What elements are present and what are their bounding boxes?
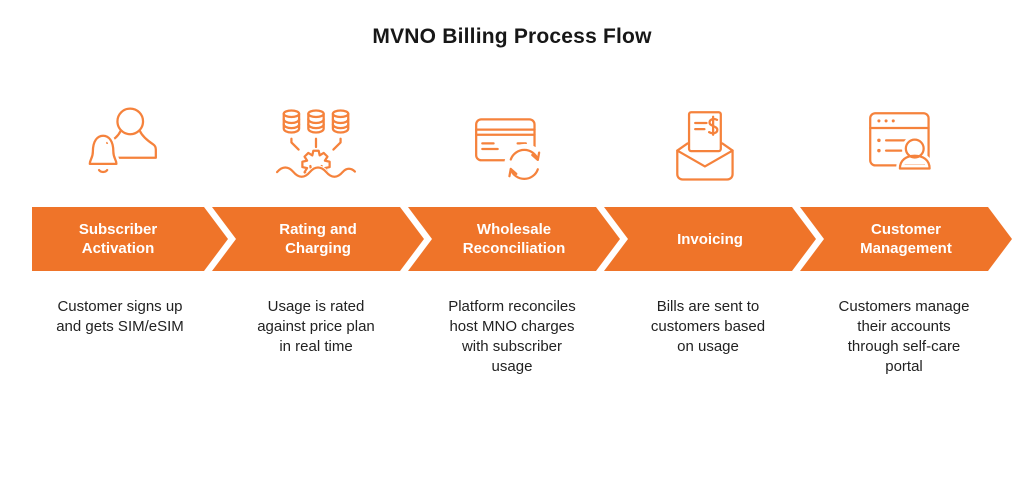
- descriptions-row: Customer signs up and gets SIM/eSIM Usage …: [32, 297, 1024, 377]
- arrow-band: Subscriber Activation Rating and Charging…: [32, 207, 1024, 271]
- stage-arrow-cell: Rating and Charging: [228, 207, 424, 271]
- description-line: against price plan: [257, 318, 375, 335]
- icons-row: [32, 100, 1024, 194]
- stage-label: Invoicing: [677, 230, 743, 248]
- stage-icon-wholesale-reconciliation: [414, 100, 610, 194]
- invoice-envelope-icon: [667, 104, 749, 190]
- description-line: Usage is rated: [267, 298, 365, 315]
- portal-user-icon: [863, 104, 945, 190]
- description-line: and gets SIM/eSIM: [56, 318, 184, 335]
- stage-icon-rating-and-charging: [218, 100, 414, 194]
- stage-arrow-invoicing: Invoicing: [604, 207, 816, 271]
- user-bell-icon: [79, 104, 161, 190]
- coins-gear-icon: [275, 104, 357, 190]
- description-line: Customers manage: [838, 298, 970, 315]
- stage-arrow-wholesale-reconciliation: Wholesale Reconciliation: [408, 207, 620, 271]
- stage-arrow-subscriber-activation: Subscriber Activation: [32, 207, 228, 271]
- stage-description-invoicing: Bills are sent to customers based on usage: [651, 297, 765, 377]
- description-line: their accounts: [857, 318, 951, 335]
- stage-arrow-rating-and-charging: Rating and Charging: [212, 207, 424, 271]
- stage-arrow-customer-management: Customer Management: [800, 207, 1012, 271]
- description-line: usage: [491, 358, 533, 375]
- description-line: Customer signs up: [57, 298, 183, 315]
- description-line: portal: [885, 358, 923, 375]
- description-line: in real time: [279, 338, 353, 355]
- stage-icon-invoicing: [610, 100, 806, 194]
- stage-description-wholesale-reconciliation: Platform reconciles host MNO charges with …: [448, 297, 576, 377]
- stage-icon-subscriber-activation: [22, 100, 218, 194]
- description-line: Platform reconciles: [448, 298, 576, 315]
- stage-label: Customer Management: [860, 221, 952, 257]
- process-flow: Subscriber Activation Rating and Charging…: [0, 100, 1024, 377]
- description-line: host MNO charges: [449, 318, 575, 335]
- stage-label: Rating and Charging: [279, 221, 357, 257]
- stage-arrow-cell: Wholesale Reconciliation: [424, 207, 620, 271]
- stage-label: Subscriber Activation: [78, 221, 158, 257]
- description-line: Bills are sent to: [656, 298, 760, 315]
- description-line: through self-care: [847, 338, 961, 355]
- description-line: on usage: [677, 338, 739, 355]
- stage-icon-customer-management: [806, 100, 1002, 194]
- stage-description-customer-management: Customers manage their accounts through se…: [839, 297, 970, 377]
- stage-arrow-cell: Subscriber Activation: [32, 207, 228, 271]
- stage-arrow-cell: Customer Management: [816, 207, 1012, 271]
- description-line: customers based: [650, 318, 766, 335]
- card-sync-icon: [471, 104, 553, 190]
- stage-description-rating-and-charging: Usage is rated against price plan in real …: [257, 297, 375, 377]
- page-title: MVNO Billing Process Flow: [372, 25, 652, 48]
- description-line: with subscriber: [461, 338, 563, 355]
- stage-label: Wholesale Reconciliation: [462, 221, 566, 257]
- stage-arrow-cell: Invoicing: [620, 207, 816, 271]
- stage-description-subscriber-activation: Customer signs up and gets SIM/eSIM: [56, 297, 184, 377]
